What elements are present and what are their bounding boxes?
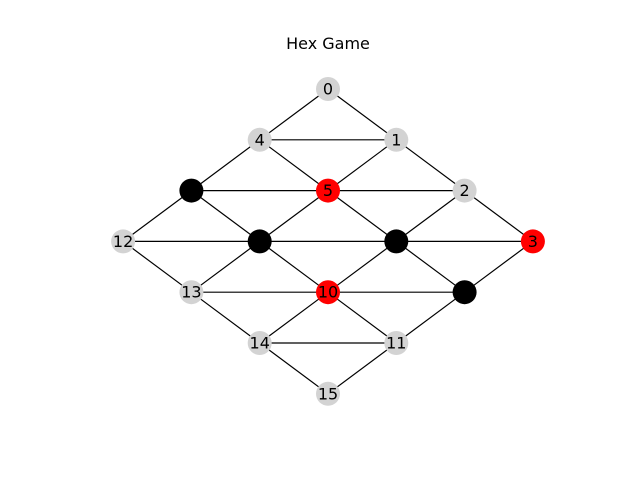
cell-4-empty-stone[interactable] [247,127,272,152]
edge-6-10 [327,240,397,293]
cell-label: 15 [318,384,338,403]
cell-9-black-stone[interactable] [247,229,272,254]
cell-label: 4 [255,130,265,149]
edge-10-14 [259,291,329,344]
cell-label: 14 [250,334,270,353]
edge-5-9 [259,190,329,242]
edge-13-14 [191,291,261,344]
edge-9-10 [259,240,329,293]
cell-label: 3 [528,232,538,251]
edge-11-15 [327,342,397,395]
cell-7-black-stone[interactable] [452,280,477,305]
cell-3-red-stone[interactable] [520,229,545,254]
edge-6-7 [395,240,465,293]
game-title: Hex Game [286,34,370,53]
edge-9-13 [191,240,261,293]
cell-7[interactable] [452,280,477,305]
cell-13-empty-stone[interactable] [179,280,204,305]
cell-2-empty-stone[interactable] [452,178,477,203]
cell-15-empty-stone[interactable] [316,381,340,406]
cell-4[interactable]: 4 [247,127,272,152]
cell-11-empty-stone[interactable] [384,331,409,355]
cell-label: 0 [323,80,333,99]
cell-1[interactable]: 1 [384,127,409,152]
cell-5-red-stone[interactable] [316,178,340,203]
edge-10-11 [327,291,397,344]
cell-label: 12 [113,232,133,251]
cell-10[interactable]: 10 [316,280,340,305]
cell-10-red-stone[interactable] [316,280,340,305]
cell-label: 11 [386,334,406,353]
cell-12-empty-stone[interactable] [111,229,136,254]
edge-3-7 [464,240,534,293]
edge-5-6 [327,190,397,242]
cell-5[interactable]: 5 [316,178,340,203]
edge-12-13 [122,240,192,293]
board-edges [122,88,534,395]
cell-label: 2 [460,181,470,200]
edge-8-12 [122,190,192,242]
cell-12[interactable]: 12 [111,229,136,254]
edge-4-8 [191,139,261,192]
cell-label: 13 [181,283,201,302]
edge-1-5 [327,139,397,192]
cell-14[interactable]: 14 [247,331,272,355]
cell-6-black-stone[interactable] [384,229,409,254]
edge-0-4 [259,88,329,141]
cell-9[interactable] [247,229,272,254]
cell-6[interactable] [384,229,409,254]
edge-8-9 [191,190,261,242]
cell-2[interactable]: 2 [452,178,477,203]
cell-8-black-stone[interactable] [179,178,204,203]
edge-14-15 [259,342,329,395]
edge-7-11 [395,291,465,344]
edge-0-1 [327,88,397,141]
cell-label: 10 [318,283,338,302]
cell-1-empty-stone[interactable] [384,127,409,152]
cell-label: 1 [391,130,401,149]
cell-13[interactable]: 13 [179,280,204,305]
cell-8[interactable] [179,178,204,203]
cell-label: 5 [323,181,333,200]
cell-15[interactable]: 15 [316,381,340,406]
edge-1-2 [395,139,465,192]
cell-3[interactable]: 3 [520,229,545,254]
cell-0-empty-stone[interactable] [316,77,340,101]
edge-4-5 [259,139,329,192]
cell-14-empty-stone[interactable] [247,331,272,355]
cell-0[interactable]: 0 [316,77,340,101]
cell-11[interactable]: 11 [384,331,409,355]
edge-2-3 [464,190,534,242]
edge-2-6 [395,190,465,242]
